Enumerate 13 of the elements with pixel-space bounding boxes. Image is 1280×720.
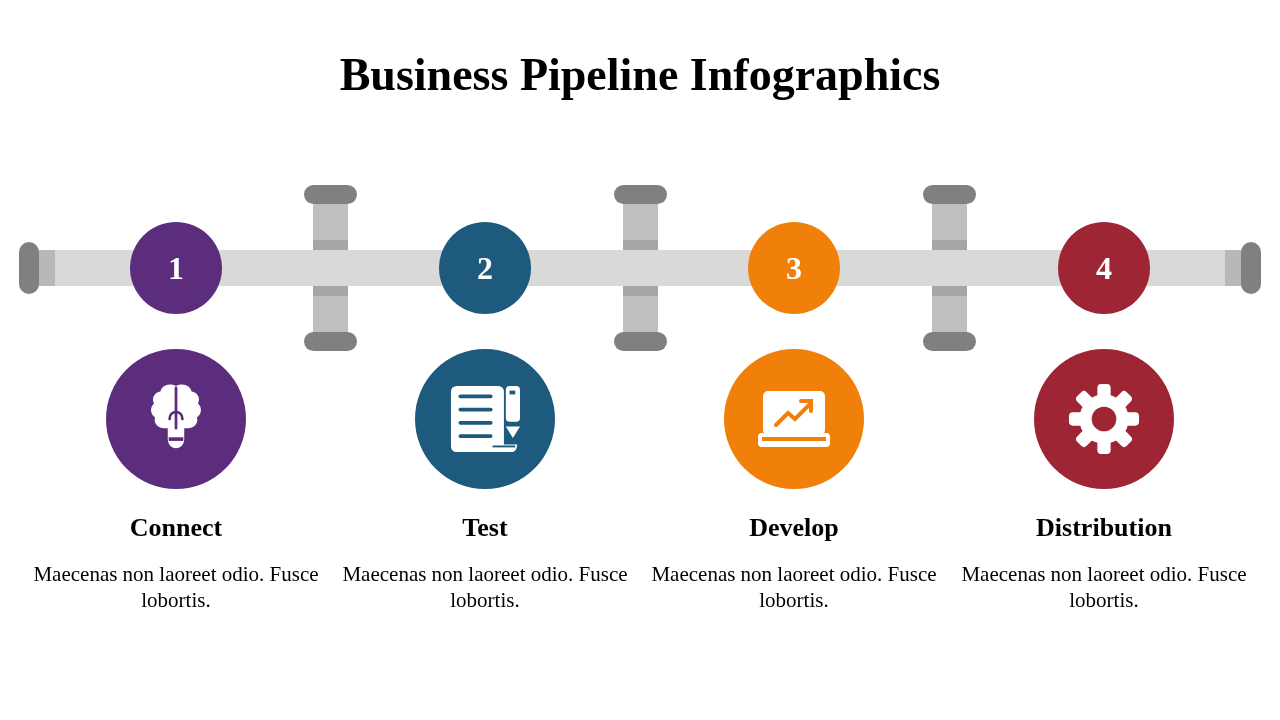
step-heading: Connect [128, 513, 224, 543]
step-description: Maecenas non laoreet odio. Fusce lobortis. [650, 561, 938, 613]
step-description: Maecenas non laoreet odio. Fusce lobortis. [32, 561, 320, 613]
step-heading: Test [461, 513, 509, 543]
step-description: Maecenas non laoreet odio. Fusce lobortis. [960, 561, 1248, 613]
title: Business Pipeline Infographics [338, 48, 942, 101]
step-number-circle: 2 [439, 222, 531, 314]
step-heading: Develop [748, 513, 840, 543]
step-number-circle: 4 [1058, 222, 1150, 314]
step-description: Maecenas non laoreet odio. Fusce lobortis. [341, 561, 629, 613]
step-number-circle: 1 [130, 222, 222, 314]
step-heading: Distribution [1035, 513, 1173, 543]
step-number-circle: 3 [748, 222, 840, 314]
